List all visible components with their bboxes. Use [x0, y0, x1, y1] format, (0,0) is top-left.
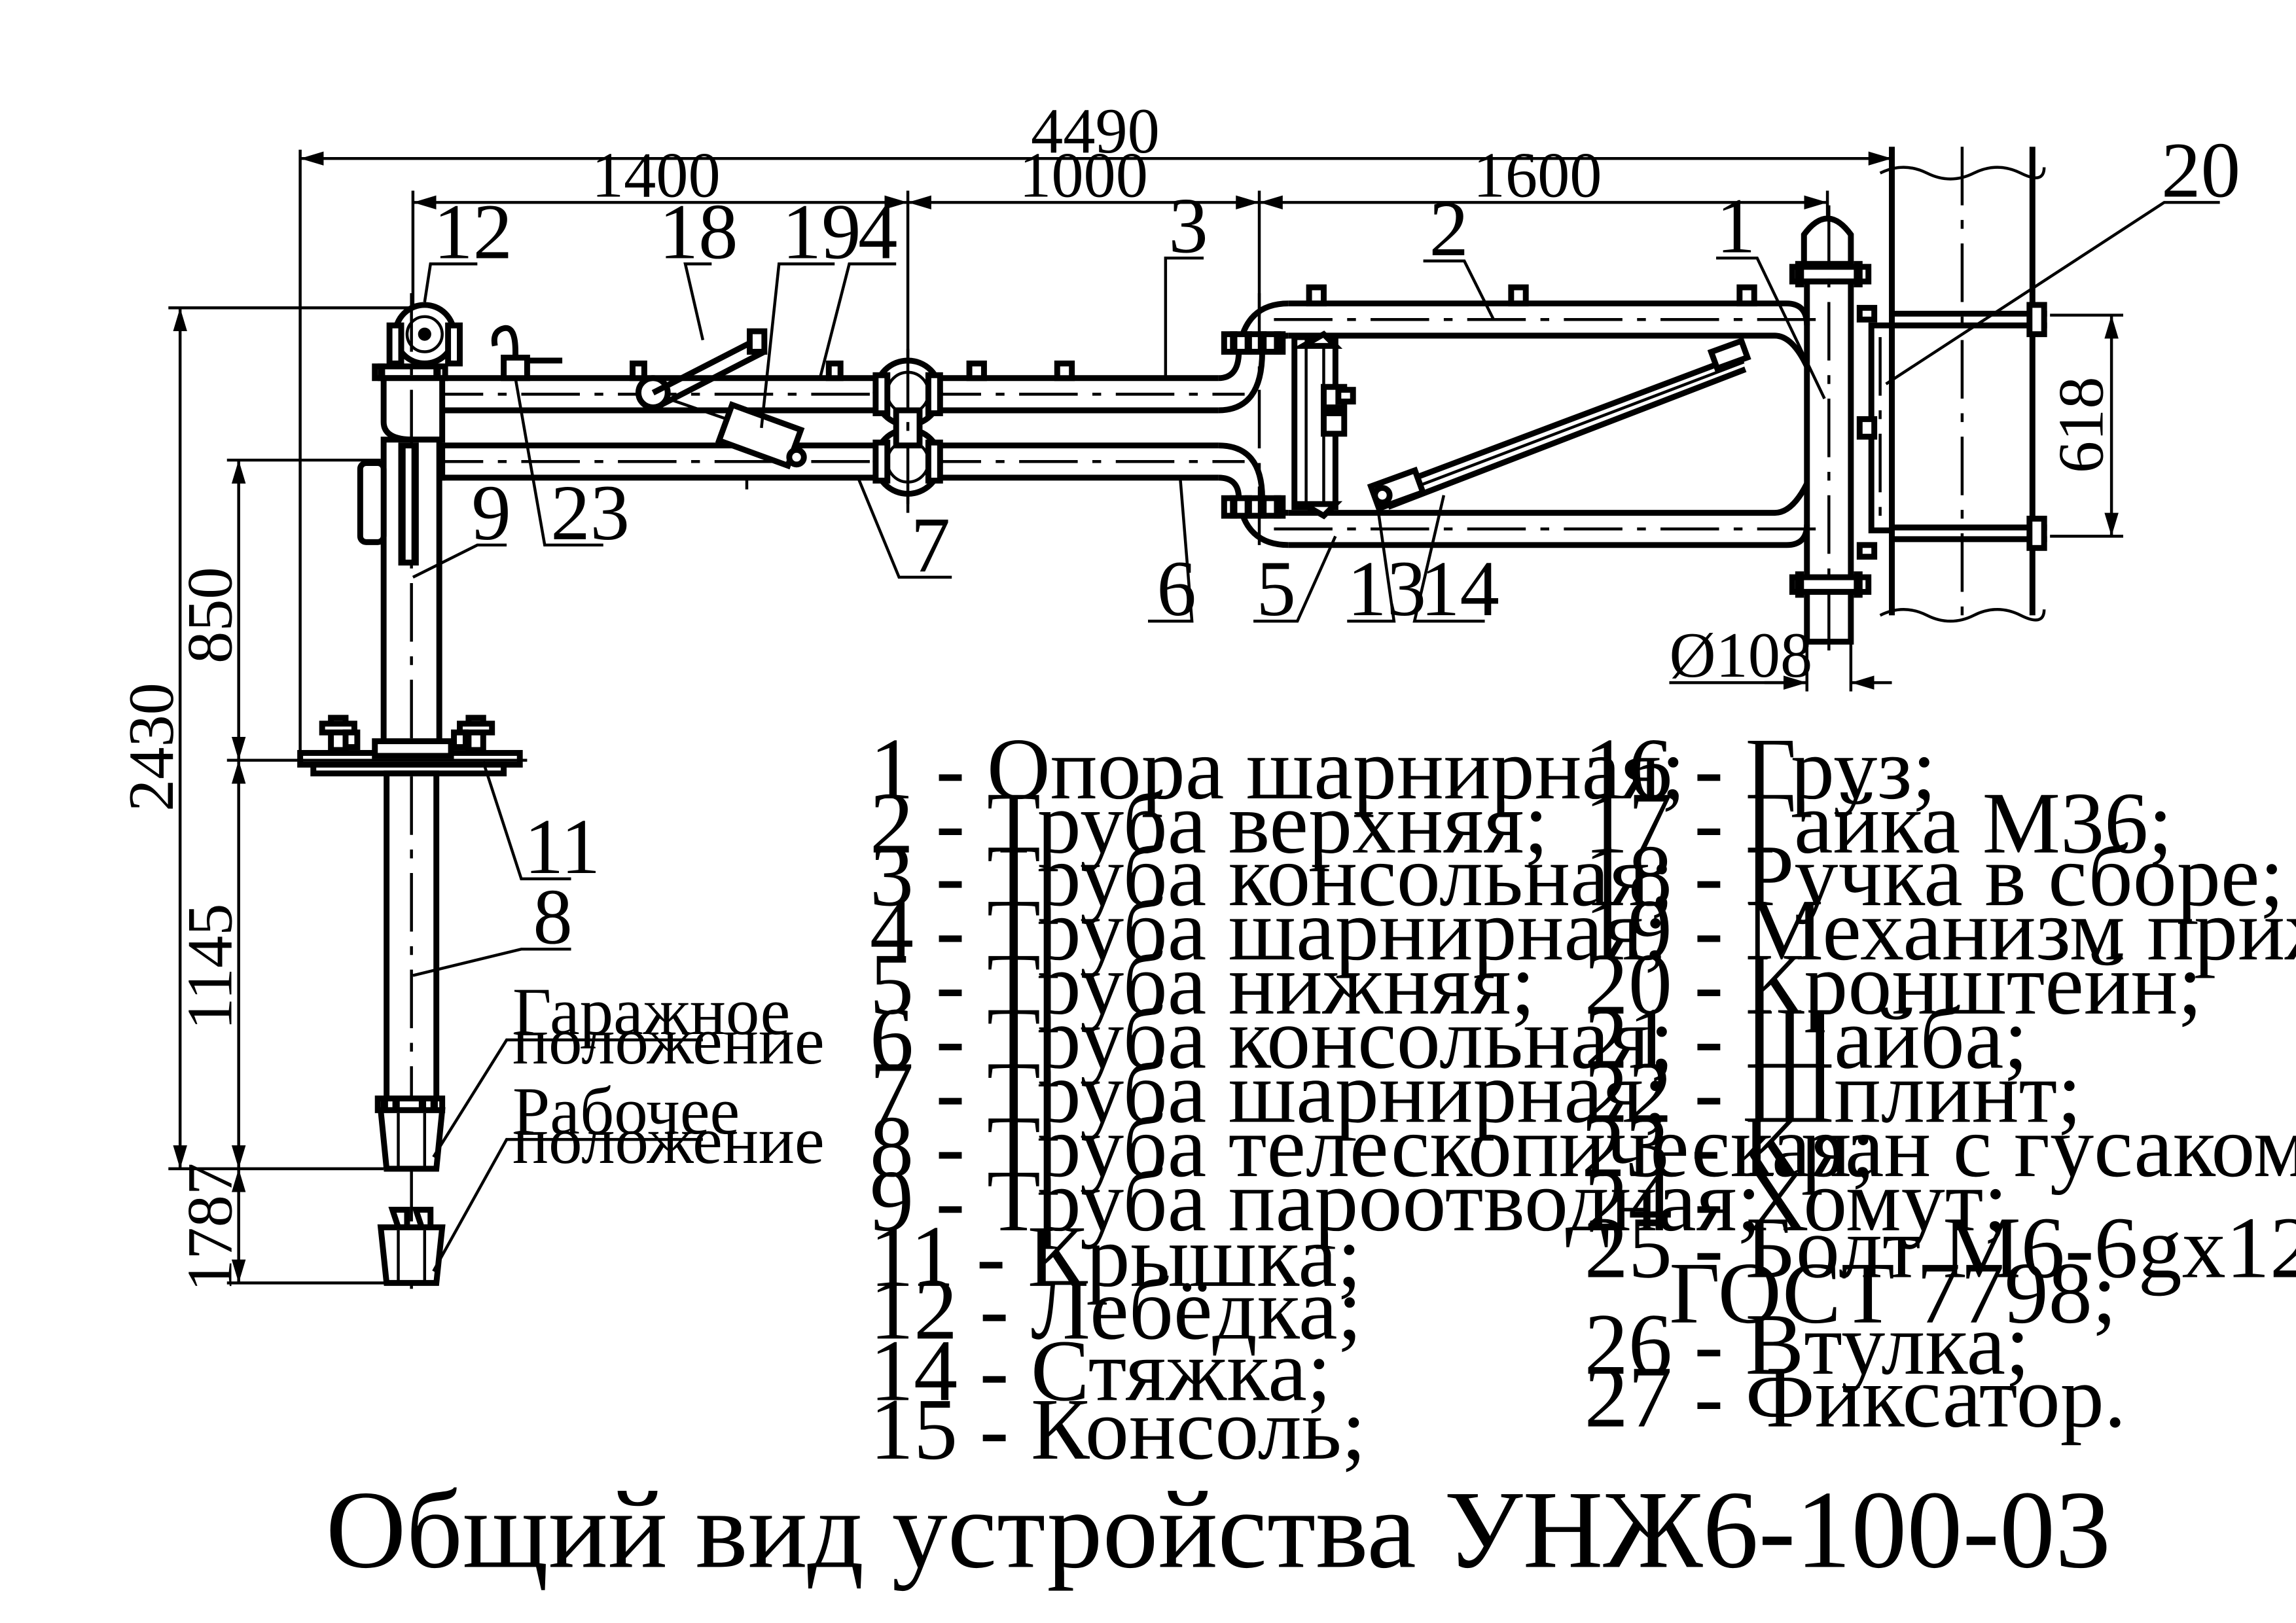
callout-23: 23	[550, 469, 630, 557]
top-dimensions	[298, 149, 1893, 755]
callout-8: 8	[533, 873, 572, 961]
garage-position-line1: Гаражное	[512, 974, 790, 1049]
dim-overall: 4490	[1031, 96, 1160, 167]
callout-4: 4	[858, 188, 897, 276]
callout-18: 18	[659, 188, 738, 276]
callout-19: 19	[782, 188, 861, 276]
legend-item: 22 - Шплинт;	[1585, 1044, 2082, 1141]
dim-1787: 1787	[174, 1163, 245, 1292]
callout-5: 5	[1257, 545, 1296, 633]
telescopic-tube	[374, 770, 446, 1289]
callout-14: 14	[1420, 545, 1499, 633]
legend-item: 9 - Труба пароотводная;	[870, 1152, 1761, 1250]
legend-item: 24 - Хомут;	[1585, 1152, 2008, 1250]
legend-item: 14 - Стяжка;	[870, 1322, 1331, 1419]
legend-item: 18 - Ручка в сборе;	[1585, 827, 2284, 925]
legend-item: 2 - Труба верхняя;	[870, 775, 1549, 872]
legend-item: 5 - Труба нижняя;	[870, 936, 1535, 1033]
console-block	[1291, 330, 1356, 520]
legend-item: 1 - Опора шарнирная;	[870, 721, 1685, 818]
legend-left: 1 - Опора шарнирная; 2 - Труба верхняя; …	[870, 721, 1876, 1478]
legend-item: 16 - Груз;	[1585, 721, 1937, 818]
left-dimensions	[168, 306, 413, 1285]
dim-850: 850	[174, 567, 245, 664]
leader-lines	[412, 201, 2220, 1272]
legend-item: 3 - Труба консольная;	[870, 827, 1674, 925]
legend-item: 7 - Труба шарнирная;	[870, 1044, 1668, 1141]
tie-rod	[1367, 337, 1751, 512]
handle-and-clamp	[635, 328, 807, 470]
callout-6: 6	[1157, 545, 1196, 633]
legend-item: 19 - Механизм прижатия;	[1585, 882, 2296, 979]
callout-2: 2	[1429, 185, 1469, 273]
legend-item: 11 - Крышка;	[870, 1208, 1361, 1306]
legend-item: 27 - Фиксатор.	[1585, 1349, 2126, 1446]
callout-1: 1	[1716, 182, 1755, 270]
callout-7: 7	[911, 501, 950, 589]
hinge-support	[1789, 205, 1878, 660]
cantilever-tubes	[922, 293, 1286, 557]
working-position-line2: положение	[512, 1103, 825, 1178]
legend-item: 21 - Шайба;	[1585, 990, 2028, 1088]
callout-3: 3	[1168, 182, 1208, 270]
legend-item: 15 - Консоль;	[870, 1381, 1366, 1478]
drawing-title: Общий вид устройства УНЖ6-100-03	[326, 1467, 2111, 1591]
callout-20: 20	[2161, 126, 2240, 214]
dim-1400: 1400	[592, 139, 721, 211]
dim-1000: 1000	[1019, 139, 1148, 211]
legend-right: 16 - Груз; 17 - Гайка М36; 18 - Ручка в …	[1581, 721, 2296, 1446]
callout-12: 12	[433, 188, 512, 276]
callout-13: 13	[1347, 545, 1426, 633]
right-dimensions	[1669, 313, 2124, 692]
swivel-joints	[872, 349, 943, 506]
legend-item: 8 - Труба телескопическая;	[870, 1098, 1876, 1196]
dim-618: 618	[2046, 377, 2117, 474]
legend-item: 20 - Кронштейн;	[1585, 936, 2202, 1033]
dim-1600: 1600	[1473, 139, 1602, 211]
left-arm-tubes	[424, 360, 879, 490]
bracket	[1868, 302, 2047, 551]
legend-item: ГОСТ 7798;	[1669, 1245, 2117, 1342]
working-position-line1: Рабочее	[512, 1074, 740, 1149]
legend-item: 12 - Лебёдка;	[870, 1260, 1362, 1358]
dim-pipe-diameter: Ø108	[1669, 620, 1812, 691]
gooseneck-tap	[491, 325, 563, 382]
wall-column	[1879, 147, 2046, 623]
legend-item: 6 - Труба консольная;	[870, 990, 1674, 1088]
callout-11: 11	[524, 803, 600, 891]
legend-item: 4 - Труба шарнирная;	[870, 882, 1668, 979]
legend-item: 17 - Гайка М36;	[1585, 775, 2173, 872]
legend-item: 23 - Кран с гусаком;	[1581, 1098, 2296, 1196]
garage-position-line2: положение	[512, 1004, 825, 1079]
legend-item: 25 - Болт М6-6gx12.58.019	[1585, 1199, 2296, 1296]
callout-9: 9	[471, 469, 511, 557]
legend-item: 26 - Втулка;	[1585, 1296, 2030, 1393]
dim-1145: 1145	[174, 904, 245, 1030]
vertical-stand	[357, 293, 463, 762]
dim-2430: 2430	[116, 683, 187, 812]
